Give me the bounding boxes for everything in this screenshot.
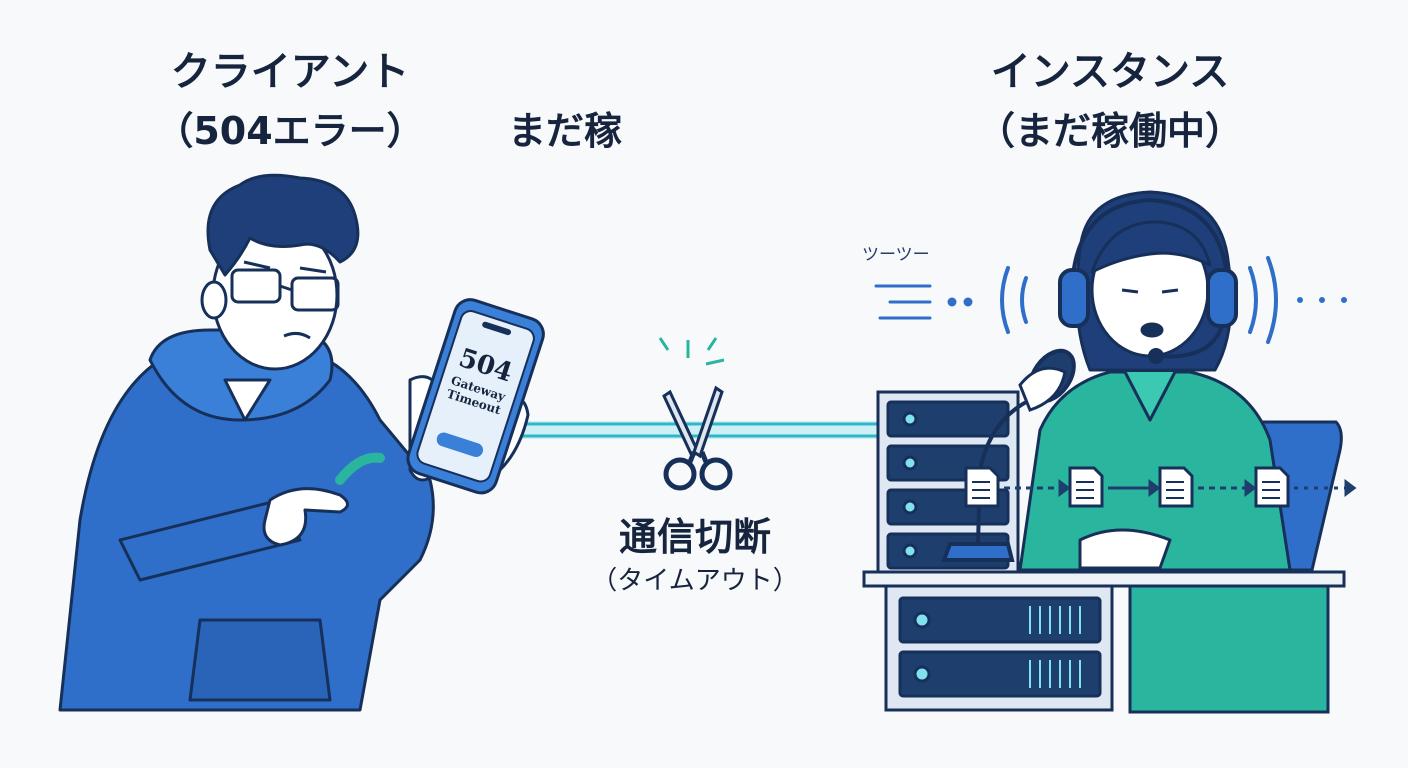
document-icon [1158, 466, 1194, 508]
connection-cut-subtitle: （タイムアウト） [591, 566, 799, 596]
instance-title: インスタンス [990, 49, 1230, 95]
document-icon [1068, 466, 1104, 508]
document-icon [1254, 466, 1290, 508]
scissors-icon [658, 337, 733, 491]
headset-icon [1058, 197, 1238, 364]
instance-person [1018, 190, 1292, 572]
client-subtitle: （504エラー） [155, 109, 425, 153]
busy-tone-lines [874, 284, 973, 320]
middle-title: まだ稼 [507, 109, 622, 153]
sound-waves [1000, 256, 1347, 344]
connection-cut-title: 通信切断 [618, 515, 771, 559]
instance-subtitle: （まだ稼働中） [976, 109, 1243, 153]
document-flow [964, 466, 1357, 508]
document-icon [964, 466, 1000, 508]
flow-arrows [1004, 479, 1357, 497]
smartphone-icon: 504 Gateway Timeout [406, 298, 545, 495]
busy-tone-label: ツーツー [862, 245, 930, 265]
client-title: クライアント [170, 49, 410, 95]
desk [862, 570, 1346, 714]
